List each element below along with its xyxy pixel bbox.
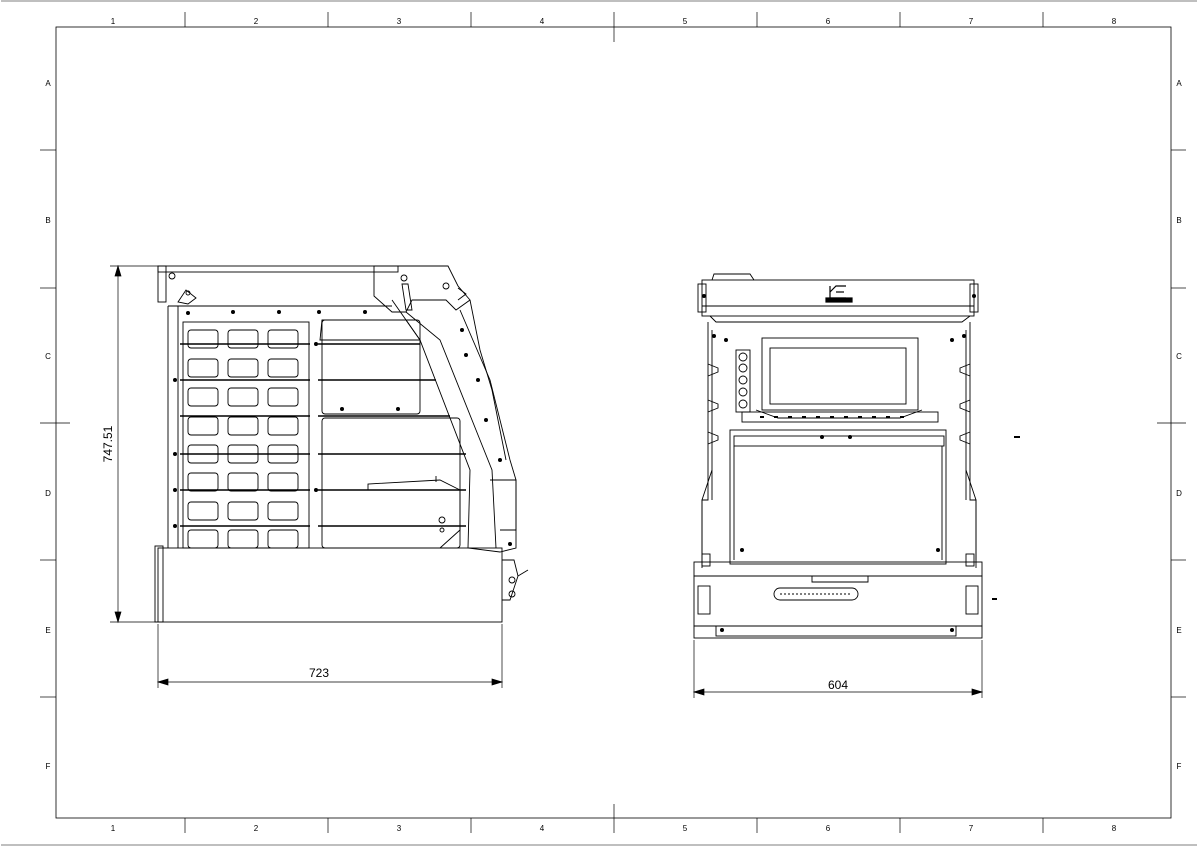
dimension-side-width-label: 723 xyxy=(309,666,329,680)
col-label: 1 xyxy=(111,824,116,833)
brand-logo-icon xyxy=(825,285,853,303)
row-label: C xyxy=(1176,352,1182,361)
row-label: B xyxy=(1176,216,1181,225)
col-label: 7 xyxy=(969,17,974,26)
col-label: 5 xyxy=(683,824,688,833)
col-label: 5 xyxy=(683,17,688,26)
row-label: F xyxy=(1177,762,1182,771)
col-label: 1 xyxy=(111,17,116,26)
front-view-bolts xyxy=(702,294,1020,632)
col-label: 2 xyxy=(254,17,259,26)
row-ticks xyxy=(40,149,1186,698)
column-labels-top: 1 2 3 4 5 6 7 8 xyxy=(111,17,1117,26)
col-label: 3 xyxy=(397,17,402,26)
column-ticks xyxy=(184,12,1044,833)
row-label: A xyxy=(45,79,51,88)
dimension-front-width xyxy=(692,640,984,698)
row-label: E xyxy=(1176,626,1181,635)
row-label: C xyxy=(45,352,51,361)
row-label: E xyxy=(45,626,50,635)
col-label: 4 xyxy=(540,17,545,26)
dimension-side-height xyxy=(110,264,158,624)
col-label: 8 xyxy=(1112,17,1117,26)
col-label: 6 xyxy=(826,824,831,833)
col-label: 6 xyxy=(826,17,831,26)
row-labels-left: A B C D E F xyxy=(45,79,51,771)
row-label: B xyxy=(45,216,50,225)
dimension-front-width-label: 604 xyxy=(828,678,848,692)
column-labels-bottom: 1 2 3 4 5 6 7 8 xyxy=(111,824,1117,833)
col-label: 7 xyxy=(969,824,974,833)
dimension-side-width xyxy=(156,624,504,688)
row-label: D xyxy=(45,489,51,498)
col-label: 8 xyxy=(1112,824,1117,833)
row-label: D xyxy=(1176,489,1182,498)
side-view-rails xyxy=(180,343,466,527)
row-label: A xyxy=(1176,79,1182,88)
col-label: 2 xyxy=(254,824,259,833)
side-view-cells xyxy=(187,329,299,549)
row-labels-right: A B C D E F xyxy=(1176,79,1182,771)
side-view xyxy=(154,265,529,623)
col-label: 4 xyxy=(540,824,545,833)
col-label: 3 xyxy=(397,824,402,833)
dimension-side-height-label: 747.51 xyxy=(101,425,115,462)
front-view xyxy=(693,273,983,639)
row-label: F xyxy=(46,762,51,771)
